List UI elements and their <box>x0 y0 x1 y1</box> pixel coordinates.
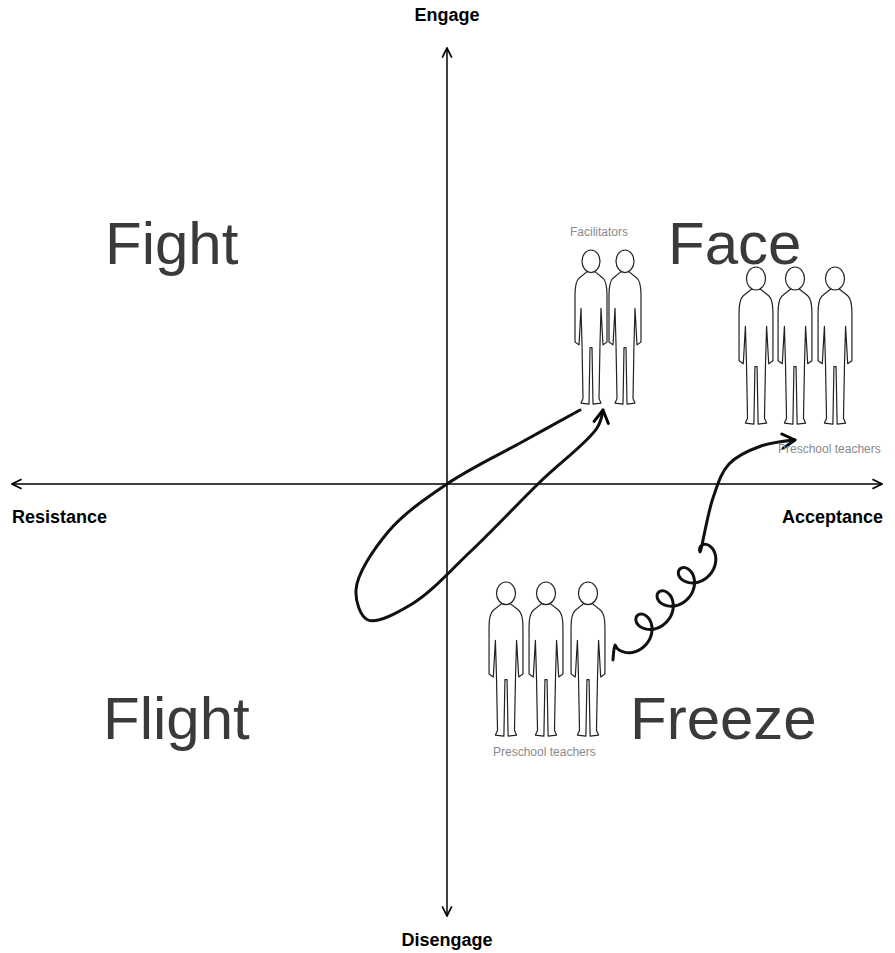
quadrant-label: Fight <box>105 214 238 274</box>
group-label: Preschool teachers <box>778 443 881 455</box>
person-body <box>609 272 641 404</box>
person-head <box>496 582 515 605</box>
axis-label: Resistance <box>12 508 107 526</box>
people-silhouettes <box>560 248 660 410</box>
person-silhouette <box>571 582 605 736</box>
person-body <box>571 604 605 736</box>
movement-arrow <box>613 440 795 660</box>
quadrant-label: Freeze <box>630 689 817 749</box>
person-head <box>536 582 555 605</box>
group-label: Facilitators <box>570 226 628 238</box>
person-silhouette <box>778 267 812 424</box>
quadrant-label: Face <box>668 214 801 274</box>
people-group: Facilitators <box>560 248 660 410</box>
people-group: Preschool teachers <box>488 580 613 740</box>
person-body <box>529 604 563 736</box>
person-silhouette <box>818 267 852 424</box>
people-silhouettes <box>488 580 613 740</box>
quadrant-label: Flight <box>103 689 250 749</box>
axis-label: Engage <box>414 6 479 24</box>
person-body <box>778 289 812 424</box>
person-head <box>582 250 600 273</box>
person-head <box>746 267 765 290</box>
people-group: Preschool teachers <box>735 265 885 440</box>
person-head <box>825 267 844 290</box>
person-body <box>739 289 773 424</box>
people-silhouettes <box>735 265 885 440</box>
group-label: Preschool teachers <box>493 746 596 758</box>
person-body <box>489 604 523 736</box>
person-head <box>578 582 597 605</box>
person-silhouette <box>739 267 773 424</box>
person-body <box>575 272 607 404</box>
movement-arrow <box>356 410 603 621</box>
person-silhouette <box>489 582 523 736</box>
person-silhouette <box>609 250 641 404</box>
axis-label: Disengage <box>401 931 492 949</box>
person-head <box>616 250 634 273</box>
axis-label: Acceptance <box>782 508 883 526</box>
person-body <box>818 289 852 424</box>
person-silhouette <box>575 250 607 404</box>
person-silhouette <box>529 582 563 736</box>
vertical-axis <box>446 48 448 916</box>
horizontal-axis <box>12 483 882 485</box>
person-head <box>785 267 804 290</box>
